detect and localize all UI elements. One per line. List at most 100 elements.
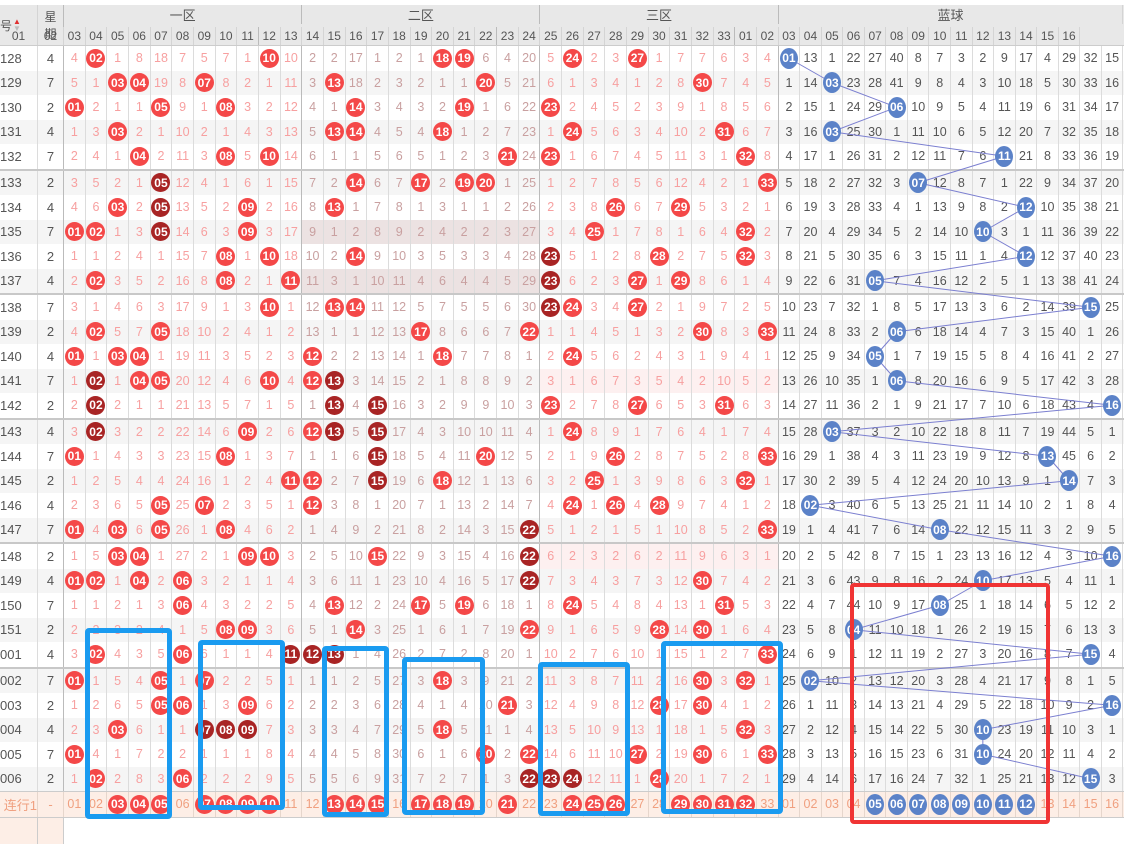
blue-ball: 06 xyxy=(887,793,906,815)
blue-cell: 6 xyxy=(822,568,844,593)
red-cell: 1 xyxy=(692,642,714,667)
period-cell: 144 xyxy=(0,444,38,469)
blue-cell: 19 xyxy=(951,444,973,469)
consecutive-blue-cell: 07 xyxy=(908,792,930,817)
red-cell: 31 xyxy=(714,393,736,418)
red-cell: 27 xyxy=(627,393,649,418)
blue-column-header: 10 xyxy=(929,27,952,45)
red-cell: 13 xyxy=(670,593,693,618)
blue-cell: 10 xyxy=(865,593,887,618)
red-cell: 9 xyxy=(454,393,476,418)
red-cell: 5 xyxy=(129,693,151,718)
red-cell: 3 xyxy=(107,419,129,444)
blue-cell: 2 xyxy=(843,668,865,693)
blue-cell: 9 xyxy=(1037,170,1059,195)
blue-cell: 21 xyxy=(994,668,1016,693)
red-cell: 1 xyxy=(281,295,303,320)
weekday-cell: 7 xyxy=(38,295,64,320)
red-cell: 13 xyxy=(194,393,216,418)
red-cell: 3 xyxy=(411,393,433,418)
red-cell: 1 xyxy=(302,444,324,469)
red-cell: 02 xyxy=(86,46,108,71)
blue-cell: 1 xyxy=(822,95,844,120)
blue-cell: 22 xyxy=(1016,170,1038,195)
red-cell: 9 xyxy=(584,693,606,718)
red-cell: 10 xyxy=(259,144,281,169)
red-cell: 4 xyxy=(757,46,779,71)
blue-ball: 16 xyxy=(1103,545,1122,567)
red-ball: 18 xyxy=(432,794,452,814)
blue-cell: 44 xyxy=(843,593,865,618)
blue-cell: 42 xyxy=(843,544,865,569)
red-ball: 18 xyxy=(432,720,452,740)
red-cell: 32 xyxy=(735,244,757,269)
blue-cell: 19 xyxy=(1037,419,1059,444)
red-cell: 1 xyxy=(194,95,216,120)
red-column-header: 19 xyxy=(411,27,433,45)
blue-cell: 13 xyxy=(1037,766,1059,791)
red-cell: 28 xyxy=(649,617,671,642)
red-cell: 6 xyxy=(540,70,563,95)
blue-ball: 16 xyxy=(1103,394,1122,416)
red-cell: 2 xyxy=(649,668,671,693)
red-cell: 30 xyxy=(692,742,714,767)
red-cell: 1 xyxy=(194,742,216,767)
red-cell: 15 xyxy=(367,393,389,418)
red-cell: 1 xyxy=(346,642,368,667)
blue-cell: 9 xyxy=(908,70,930,95)
weekday-cell: 7 xyxy=(38,144,64,169)
blue-cell: 6 xyxy=(951,119,973,144)
red-ball: 24 xyxy=(562,495,582,515)
red-cell: 9 xyxy=(605,419,628,444)
red-cell: 9 xyxy=(497,368,519,393)
blue-cell: 1 xyxy=(822,144,844,169)
red-ball: 22 xyxy=(519,744,539,764)
red-cell: 07 xyxy=(194,717,216,742)
red-cell: 16 xyxy=(281,195,303,220)
red-cell: 16 xyxy=(194,468,216,493)
red-cell: 1 xyxy=(302,393,324,418)
blue-cell: 25 xyxy=(951,593,973,618)
red-cell: 2 xyxy=(346,344,368,369)
red-cell: 3 xyxy=(540,468,563,493)
red-cell: 33 xyxy=(757,319,779,344)
red-cell: 2 xyxy=(129,419,151,444)
red-cell: 7 xyxy=(670,444,693,469)
red-cell: 18 xyxy=(497,593,519,618)
red-cell: 10 xyxy=(540,642,563,667)
consecutive-red-cell: 17 xyxy=(411,792,433,817)
red-cell: 7 xyxy=(432,295,454,320)
red-cell: 14 xyxy=(346,244,368,269)
red-ball: 13 xyxy=(324,297,344,317)
sort-arrows-icon[interactable]: ▲▼ xyxy=(13,17,21,33)
red-cell: 17 xyxy=(670,693,693,718)
red-ball: 30 xyxy=(692,671,712,691)
blue-cell: 9 xyxy=(929,95,952,120)
red-cell: 2 xyxy=(237,593,259,618)
red-cell: 23 xyxy=(540,244,563,269)
blue-cell: 16 xyxy=(1102,544,1124,569)
red-cell: 4 xyxy=(432,219,454,244)
consecutive-red-cell: 20 xyxy=(475,792,498,817)
red-cell: 1 xyxy=(216,295,238,320)
red-cell: 32 xyxy=(735,468,757,493)
red-cell: 10 xyxy=(172,119,194,144)
red-cell: 2 xyxy=(735,295,757,320)
repeat-red-ball: 07 xyxy=(194,720,214,740)
red-cell: 5 xyxy=(107,319,129,344)
red-cell: 21 xyxy=(497,144,519,169)
red-cell: 1 xyxy=(107,219,129,244)
red-cell: 03 xyxy=(107,544,129,569)
blue-cell: 15 xyxy=(779,419,801,444)
red-cell: 1 xyxy=(324,95,346,120)
blue-cell: 1 xyxy=(929,544,952,569)
red-cell: 9 xyxy=(670,95,693,120)
sort-period-header[interactable]: 号 ▲▼ xyxy=(0,5,38,45)
blue-cell: 12 xyxy=(1037,244,1059,269)
blue-cell: 5 xyxy=(822,544,844,569)
red-ball: 27 xyxy=(627,271,647,291)
blue-cell: 12 xyxy=(908,144,930,169)
blue-cell: 32 xyxy=(843,295,865,320)
red-ball: 14 xyxy=(346,620,366,640)
blue-cell: 9 xyxy=(951,195,973,220)
